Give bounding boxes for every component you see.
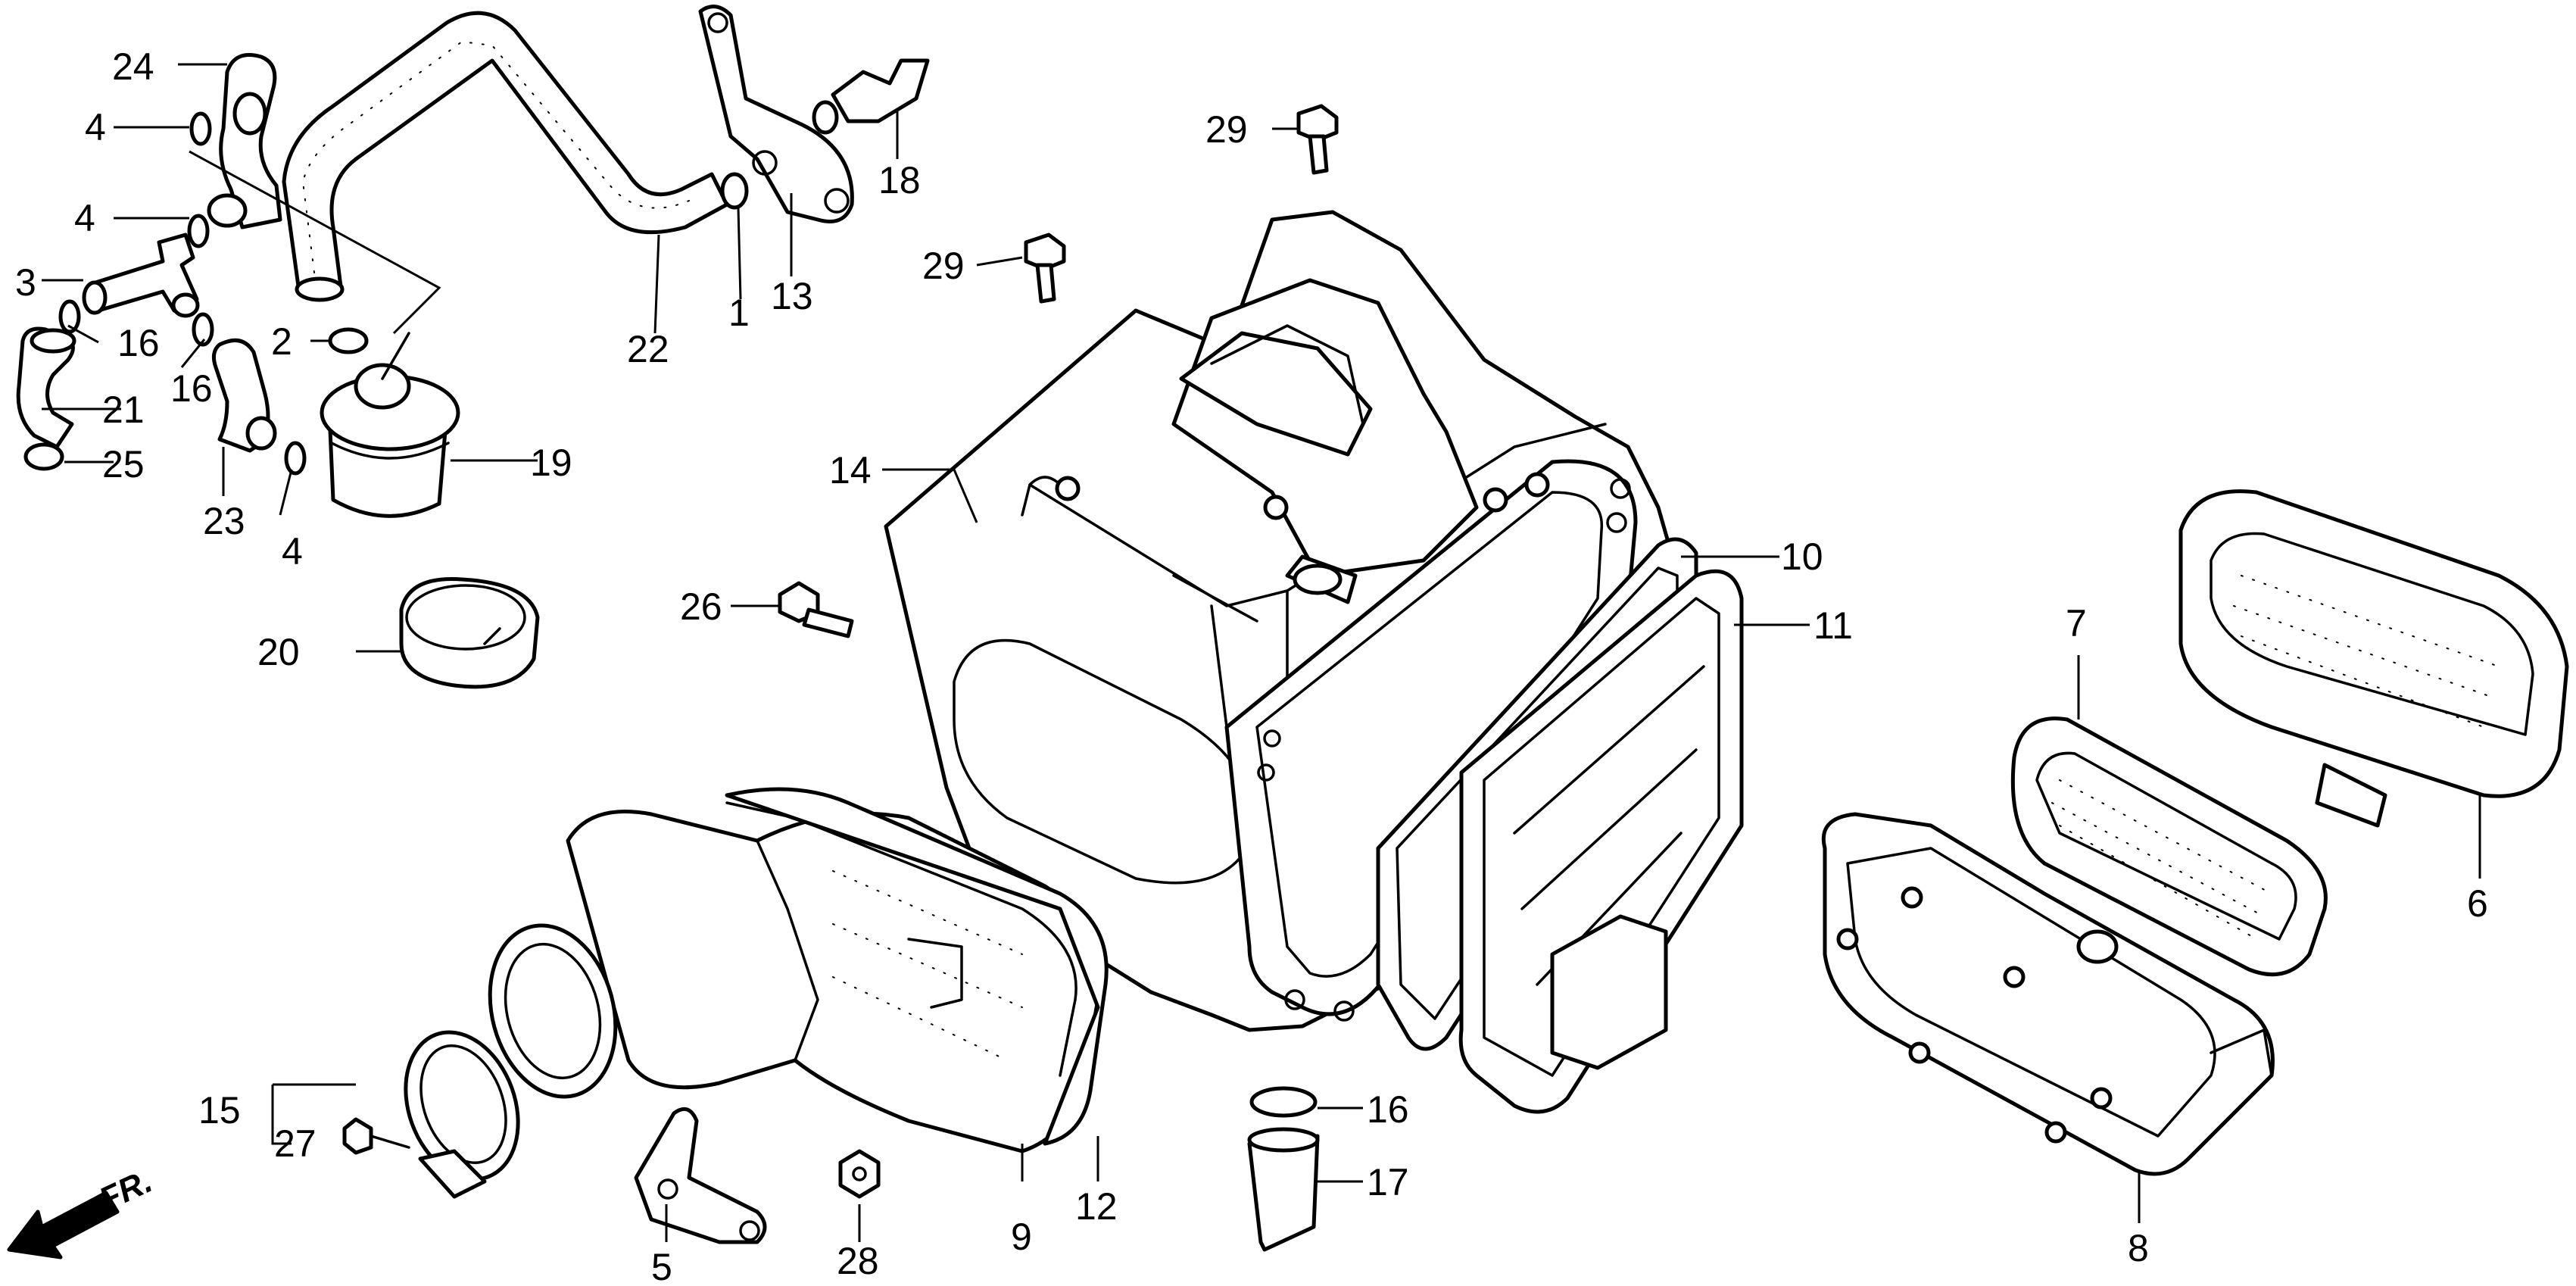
breather-separator-19 (320, 332, 460, 518)
part-number-labels: 24 4 4 3 16 16 2 21 25 23 4 19 20 22 1 1… (15, 45, 2488, 1286)
band-clamp-15 (404, 1030, 520, 1199)
clip-4a (189, 111, 212, 146)
screw-27 (342, 1117, 410, 1155)
label-16a: 16 (117, 322, 160, 364)
label-1: 1 (728, 292, 750, 334)
label-15: 15 (198, 1089, 241, 1131)
label-5: 5 (651, 1246, 672, 1286)
label-26: 26 (680, 585, 722, 628)
label-18: 18 (878, 159, 921, 201)
band-20 (399, 577, 540, 689)
label-17: 17 (1367, 1161, 1409, 1203)
bolt-29-upper (1296, 104, 1339, 175)
bracket-5 (634, 1107, 767, 1244)
bolt-26 (778, 581, 854, 638)
label-27: 27 (274, 1122, 317, 1165)
hose-24 (219, 53, 282, 229)
element-holder-11 (1458, 569, 1744, 1114)
drain-tube-17 (1247, 1127, 1320, 1252)
label-22: 22 (627, 328, 669, 370)
hose-23-end (245, 416, 277, 451)
label-20: 20 (257, 631, 300, 673)
clip-16a (58, 299, 81, 334)
tube-22-end (295, 276, 345, 302)
clip-25 (23, 442, 64, 471)
front-direction-arrow: FR. (7, 1163, 157, 1259)
clip-2 (328, 327, 369, 354)
label-8: 8 (2128, 1227, 2149, 1269)
label-29b: 29 (922, 245, 965, 287)
clip-4b (187, 214, 210, 248)
label-14: 14 (829, 449, 872, 492)
clip-4c (284, 441, 307, 476)
fitting-18 (812, 58, 930, 135)
label-12: 12 (1075, 1185, 1118, 1228)
label-10: 10 (1781, 535, 1823, 578)
intake-duct-9 (488, 801, 1103, 1153)
label-29a: 29 (1205, 108, 1248, 151)
element-7 (2010, 716, 2328, 977)
label-16c: 16 (1367, 1088, 1409, 1131)
leader-lines (42, 63, 2481, 1242)
t-joint-3 (89, 233, 199, 313)
air-cleaner-cover-8 (1821, 812, 2275, 1176)
label-7: 7 (2066, 602, 2087, 645)
label-23: 23 (203, 500, 245, 542)
t-joint-end (82, 280, 108, 315)
hose-21 (16, 326, 75, 449)
label-4a: 4 (85, 106, 106, 148)
hose-21-end (30, 328, 76, 354)
breather-hose-assembly (16, 5, 930, 689)
hose-24-end (232, 92, 267, 136)
label-6: 6 (2467, 882, 2488, 925)
label-19: 19 (530, 442, 572, 484)
label-3: 3 (15, 261, 36, 304)
breather-tube-22 (282, 11, 729, 294)
label-24: 24 (112, 45, 154, 88)
label-13: 13 (771, 275, 813, 317)
hose-24-end-2 (207, 193, 248, 228)
gasket-12 (725, 787, 1109, 1146)
clips (23, 111, 749, 476)
label-4b: 4 (74, 197, 95, 239)
clip-16b (192, 312, 214, 347)
label-2: 2 (271, 320, 292, 363)
label-25: 25 (102, 443, 145, 485)
element-6 (2178, 489, 2569, 828)
clip-1 (720, 172, 749, 210)
bolt-29-lower (1024, 233, 1066, 304)
bracket-13 (698, 5, 854, 223)
t-joint-end-2 (171, 292, 200, 318)
nut-28 (838, 1149, 881, 1199)
label-9: 9 (1011, 1216, 1032, 1258)
label-21: 21 (102, 389, 145, 431)
label-11: 11 (1813, 604, 1853, 647)
clip-16c (1249, 1086, 1318, 1118)
label-28: 28 (837, 1240, 879, 1282)
label-4c: 4 (282, 530, 303, 573)
label-16b: 16 (170, 367, 213, 410)
case-face (1224, 459, 1638, 1016)
